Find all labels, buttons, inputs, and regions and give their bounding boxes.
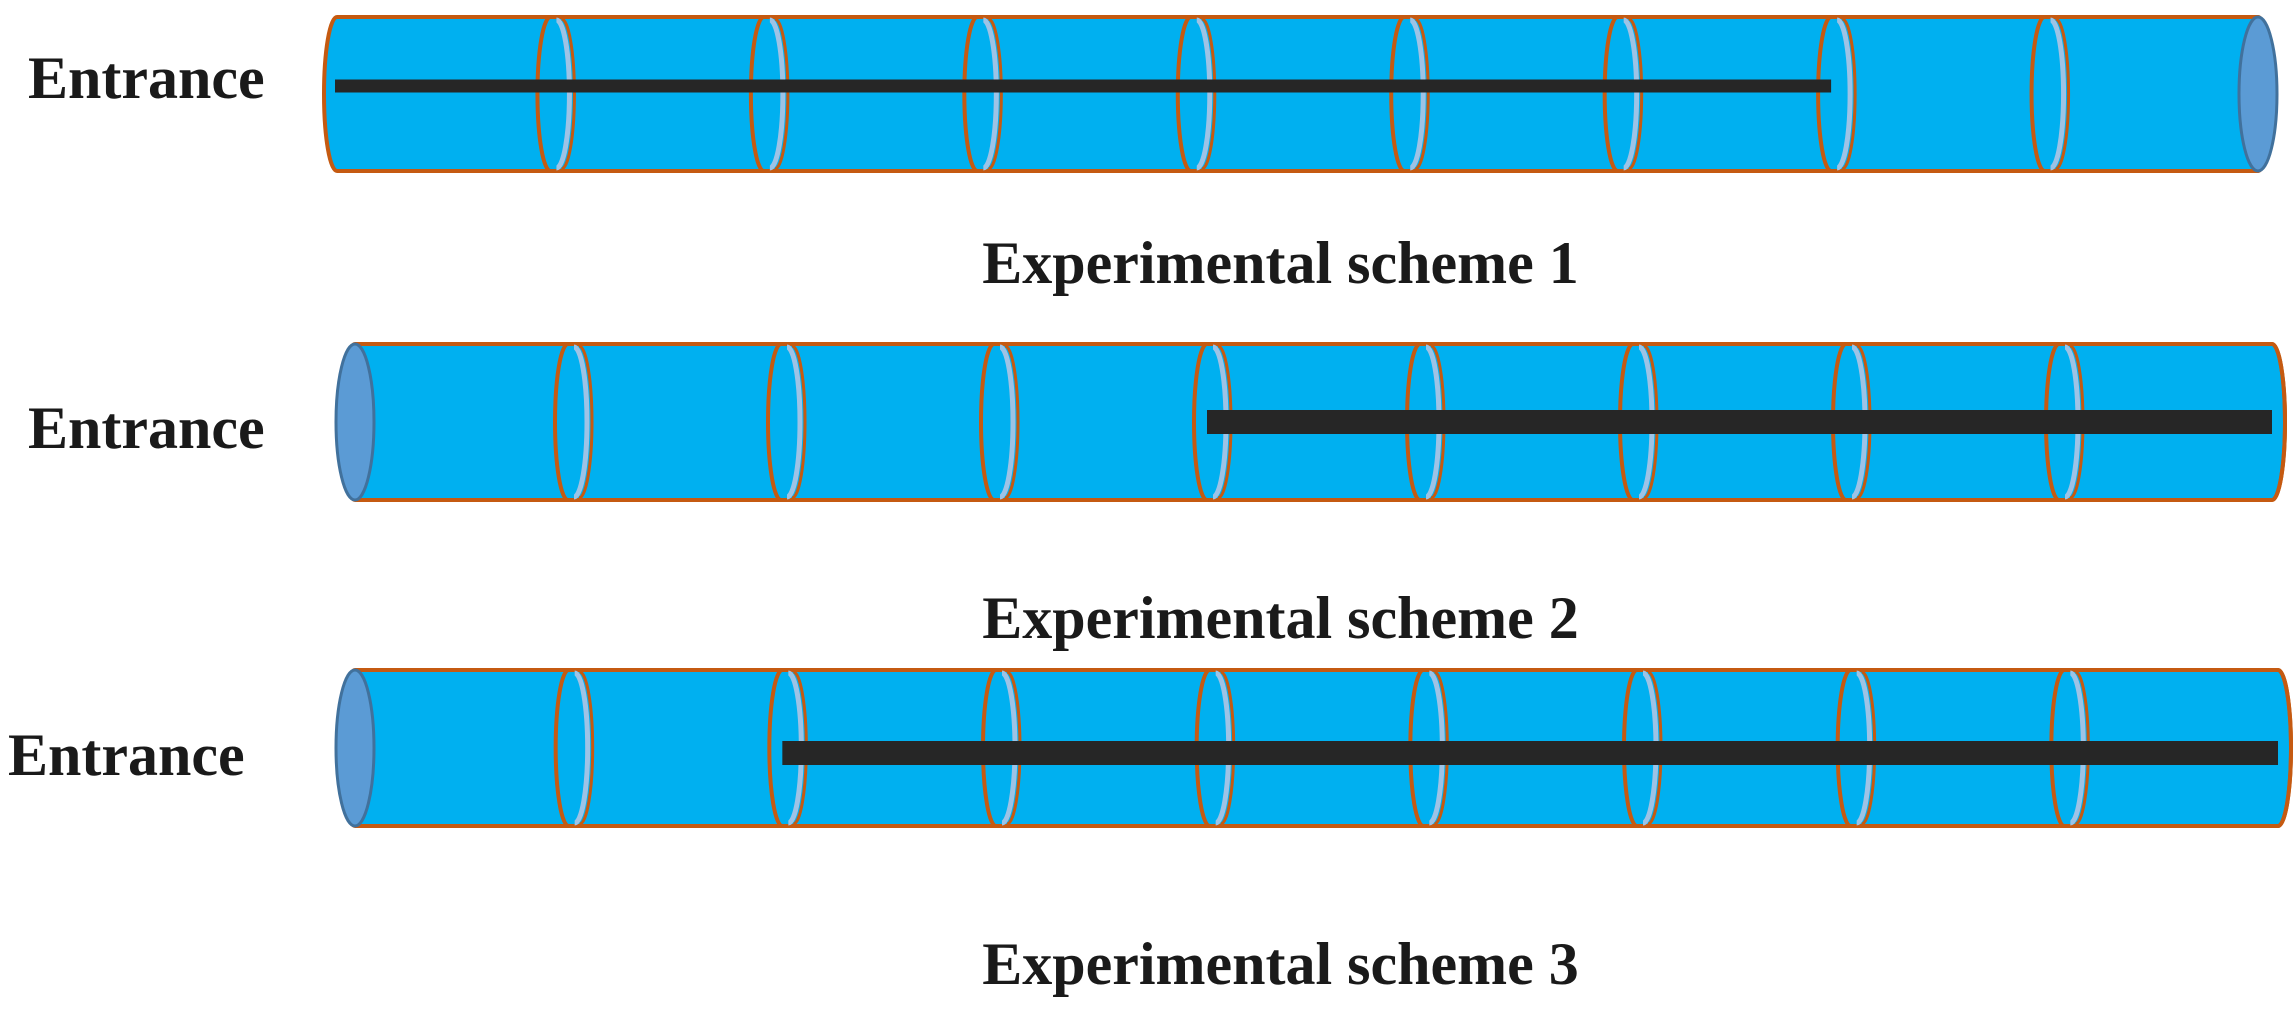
tube-joint-1 [555,17,572,171]
tube-joint-4 [1196,17,1213,171]
tube-joint-6 [1623,17,1640,171]
tube-joint-edge-1 [579,670,595,826]
tube-joint-edge-2 [791,344,807,500]
tube-joint-1 [573,344,590,500]
tube-end-cap [334,668,376,828]
tube-joint-edge-6 [1628,17,1644,171]
tube-joint-8 [2049,17,2067,171]
tube-joint-2 [769,17,786,171]
tube-end-cap [2237,15,2279,173]
tube-joint-edge-8 [2055,17,2071,171]
tube-scheme-3 [334,668,2293,828]
tube-segment-1 [322,15,566,173]
caption-text-scheme-1: Experimental scheme 1 [982,230,1579,296]
entrance-label-scheme-2: Entrance [28,395,265,461]
tube-right-edge [2277,668,2293,828]
rod [782,741,2279,765]
caption-text-scheme-2: Experimental scheme 2 [982,585,1579,651]
tube-joint-edge-2 [774,17,790,171]
caption-scheme-3: Experimental scheme 3 [0,934,2295,994]
tube-joint-edge-3 [987,17,1003,171]
tube-joint-2 [786,344,803,500]
caption-scheme-2: Experimental scheme 2 [0,588,2295,648]
tube-segment-1 [340,668,584,828]
rod [1207,410,2272,434]
tube-joint-edge-3 [1004,344,1020,500]
rod [335,79,1832,93]
tube-joint-5 [1409,17,1426,171]
tube-joint-1 [574,670,591,826]
tube-scheme-1 [322,15,2279,173]
tube-joint-edge-1 [578,344,594,500]
tube-joint-3 [999,344,1016,500]
tube-scheme-2 [334,342,2287,502]
tube-right-edge [2271,342,2287,502]
tube-end-cap [334,342,376,502]
tube-joint-edge-7 [1841,17,1857,171]
tube-joint-edge-4 [1201,17,1217,171]
tube-joint-3 [982,17,999,171]
tube-segment-1 [340,342,583,502]
entrance-label-scheme-3: Entrance [8,722,245,788]
caption-text-scheme-3: Experimental scheme 3 [982,931,1579,997]
caption-scheme-1: Experimental scheme 1 [0,233,2295,293]
entrance-label-scheme-1: Entrance [28,45,265,111]
tube-joint-7 [1836,17,1853,171]
tube-joint-edge-5 [1414,17,1430,171]
tube-joint-edge-1 [561,17,576,171]
